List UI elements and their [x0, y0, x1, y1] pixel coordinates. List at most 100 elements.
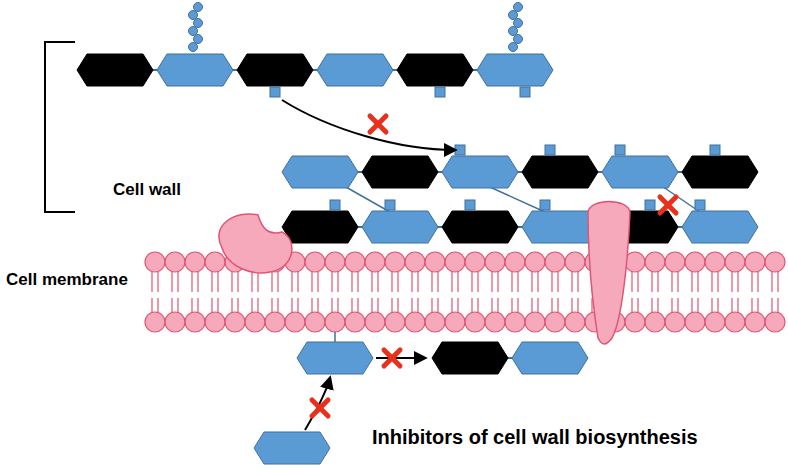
lipid-tail	[211, 298, 212, 314]
lipid-tail	[757, 272, 758, 292]
lipid-tail	[491, 272, 492, 292]
transmembrane-protein	[588, 202, 630, 345]
sugar-units	[77, 54, 758, 243]
lipid-tail	[691, 298, 692, 314]
lipid-tail	[291, 298, 292, 314]
side-chain-bead	[189, 43, 198, 52]
peptide-unit	[545, 145, 555, 155]
lipid-tail	[231, 272, 232, 292]
lipid-tail	[177, 272, 178, 292]
lipid-tail	[177, 298, 178, 314]
lipid-tail	[757, 298, 758, 314]
lipid-head	[225, 312, 245, 332]
lipid-head	[245, 312, 265, 332]
lipid-tail	[457, 272, 458, 292]
lipid-tail	[291, 272, 292, 292]
lipid-tail	[637, 272, 638, 292]
lipid-tail	[631, 298, 632, 314]
lipid-head	[345, 252, 365, 272]
peptide-unit	[330, 200, 340, 210]
lipid-head	[325, 312, 345, 332]
lipid-head	[365, 252, 385, 272]
nag-sugar	[297, 342, 373, 374]
figure-caption: Inhibitors of cell wall biosynthesis	[372, 426, 698, 449]
peptide-unit	[455, 145, 465, 155]
lipid-tail	[777, 298, 778, 314]
lipid-tail	[471, 272, 472, 292]
lipid-head	[485, 252, 505, 272]
lipid-tail	[551, 298, 552, 314]
lipid-tail	[331, 272, 332, 292]
membrane-enzyme	[219, 214, 292, 273]
lipid-tail	[357, 272, 358, 292]
peptide-unit	[270, 87, 280, 97]
region-label: Cell membrane	[6, 270, 128, 290]
lipid-head	[485, 312, 505, 332]
lipid-tail	[691, 272, 692, 292]
lipid-tail	[717, 272, 718, 292]
lipid-tail	[557, 272, 558, 292]
nam-sugar	[397, 54, 473, 86]
lipid-head	[305, 252, 325, 272]
lipid-head	[625, 312, 645, 332]
side-chain-bead	[514, 35, 523, 44]
lipid-tail	[411, 298, 412, 314]
inhibition-cross	[312, 400, 328, 416]
lipid-head	[665, 252, 685, 272]
lipid-tail	[457, 298, 458, 314]
lipid-tail	[431, 272, 432, 292]
lipid-tail	[511, 298, 512, 314]
lipid-tail	[311, 298, 312, 314]
side-chain-bead	[189, 27, 198, 36]
lipid-tail	[317, 298, 318, 314]
lipid-tail	[531, 298, 532, 314]
lipid-tail	[657, 272, 658, 292]
lipid-tail	[737, 272, 738, 292]
peptide-unit	[615, 145, 625, 155]
lipid-tail	[577, 298, 578, 314]
lipid-tail	[157, 298, 158, 314]
lipid-tail	[751, 298, 752, 314]
lipid-head	[525, 312, 545, 332]
nag-sugar	[602, 156, 678, 188]
lipid-head	[405, 252, 425, 272]
lipid-tail	[337, 272, 338, 292]
lipid-head	[325, 252, 345, 272]
lipid-tail	[337, 298, 338, 314]
lipid-head	[165, 312, 185, 332]
nam-sugar	[442, 211, 518, 243]
lipid-tail	[777, 272, 778, 292]
lipid-tail	[311, 272, 312, 292]
lipid-head	[465, 312, 485, 332]
lipid-tail	[377, 298, 378, 314]
lipid-tail	[437, 298, 438, 314]
lipid-tail	[431, 298, 432, 314]
cell-wall-bracket	[45, 42, 75, 212]
lipid-tail	[771, 272, 772, 292]
lipid-tail	[357, 298, 358, 314]
lipid-head	[425, 252, 445, 272]
lipid-head	[645, 252, 665, 272]
lipid-tail	[317, 272, 318, 292]
nag-sugar	[512, 342, 588, 374]
peptide-unit	[540, 200, 550, 210]
lipid-tail	[451, 298, 452, 314]
lipid-head	[145, 252, 165, 272]
cross-stroke	[370, 116, 386, 132]
nag-sugar	[254, 432, 330, 464]
nam-sugar	[362, 156, 438, 188]
lipid-tail	[477, 298, 478, 314]
nam-sugar	[682, 156, 758, 188]
lipid-tail	[697, 298, 698, 314]
nag-sugar	[682, 211, 758, 243]
lipid-tail	[537, 298, 538, 314]
lipid-tail	[477, 272, 478, 292]
lipid-head	[445, 312, 465, 332]
lipid-head	[365, 312, 385, 332]
nag-sugar	[317, 54, 393, 86]
lipid-tail	[631, 272, 632, 292]
lipid-tail	[151, 298, 152, 314]
side-chain-bead	[509, 27, 518, 36]
peptide-unit	[645, 200, 655, 210]
